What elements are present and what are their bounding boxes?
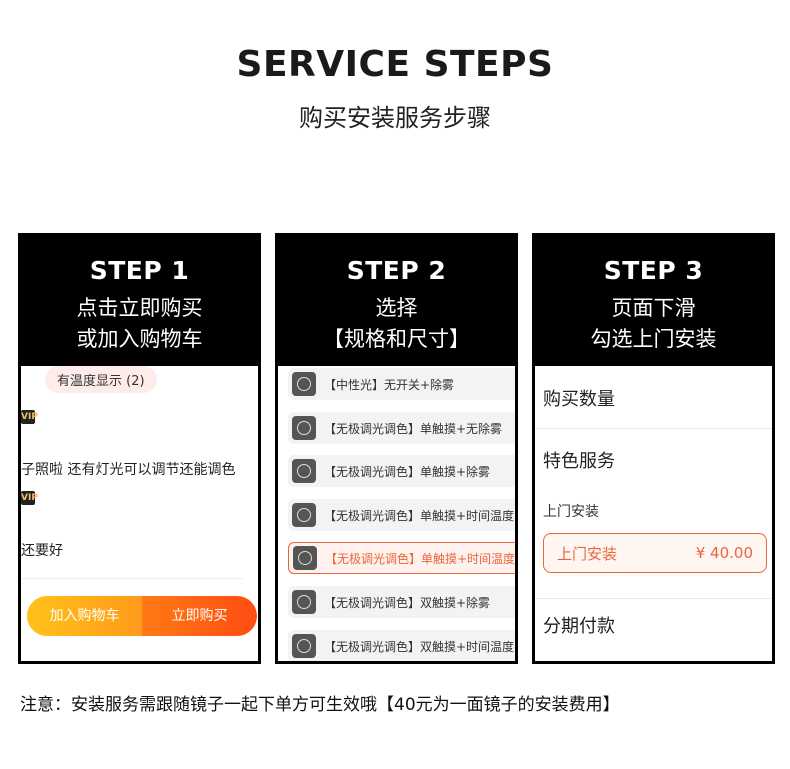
footer-note: 注意：安装服务需跟随镜子一起下单方可生效哦【40元为一面镜子的安装费用】 [20, 695, 620, 715]
divider [535, 428, 772, 429]
spec-option[interactable]: 【无极调光调色】单触摸+除雾 [288, 455, 515, 487]
buy-now-button[interactable]: 立即购买 [142, 596, 257, 636]
spec-option-label: 【无极调光调色】单触摸+除雾 [324, 464, 491, 479]
product-thumbnail-icon [292, 634, 316, 658]
step-3-line-1: 页面下滑 [611, 296, 696, 320]
add-to-cart-button[interactable]: 加入购物车 [27, 596, 142, 636]
step-2-panel: STEP 2 选择 【规格和尺寸】 【中性光】无开关+除雾 【无极调光调色】单触… [275, 233, 518, 664]
product-thumbnail-icon [292, 372, 316, 396]
spec-option-selected[interactable]: 【无极调光调色】单触摸+时间温度 [288, 542, 515, 574]
divider [21, 578, 243, 579]
divider [535, 598, 772, 599]
quantity-label: 购买数量 [543, 389, 615, 410]
spec-option[interactable]: 【中性光】无开关+除雾 [288, 368, 515, 400]
step-1-screenshot: 有温度显示 (2) VIP 子照啦 还有灯光可以调节还能调色 VIP 还要好 加… [21, 366, 258, 661]
spec-option-label: 【无极调光调色】单触摸+无除雾 [324, 421, 503, 436]
step-1-header: STEP 1 点击立即购买 或加入购物车 [21, 236, 258, 366]
step-1-label: STEP 1 [89, 256, 190, 285]
install-option-price: ¥ 40.00 [695, 544, 753, 562]
product-thumbnail-icon [292, 503, 316, 527]
service-label: 特色服务 [543, 451, 615, 472]
step-3-line-2: 勾选上门安装 [590, 327, 717, 351]
step-2-header: STEP 2 选择 【规格和尺寸】 [278, 236, 515, 366]
step-2-screenshot: 【中性光】无开关+除雾 【无极调光调色】单触摸+无除雾 【无极调光调色】单触摸+… [278, 366, 515, 661]
page-title: SERVICE STEPS [236, 44, 554, 85]
step-3-screenshot: 购买数量 特色服务 上门安装 上门安装 ¥ 40.00 分期付款 [535, 366, 772, 661]
review-comment: 还要好 [21, 543, 63, 559]
spec-option[interactable]: 【无极调光调色】单触摸+无除雾 [288, 412, 515, 444]
step-1-line-1: 点击立即购买 [76, 296, 203, 320]
spec-option-label: 【无极调光调色】双触摸+除雾 [324, 595, 491, 610]
step-1-panel: STEP 1 点击立即购买 或加入购物车 有温度显示 (2) VIP 子照啦 还… [18, 233, 261, 664]
product-thumbnail-icon [292, 416, 316, 440]
install-service-option[interactable]: 上门安装 ¥ 40.00 [543, 533, 767, 573]
spec-option[interactable]: 【无极调光调色】单触摸+时间温度 [288, 499, 515, 531]
step-2-label: STEP 2 [346, 256, 447, 285]
page-subtitle: 购买安装服务步骤 [299, 104, 491, 132]
step-1-line-2: 或加入购物车 [76, 327, 203, 351]
install-option-label: 上门安装 [557, 544, 618, 563]
install-title: 上门安装 [543, 504, 599, 520]
spec-option-label: 【无极调光调色】单触摸+时间温度 [325, 551, 515, 566]
step-3-header: STEP 3 页面下滑 勾选上门安装 [535, 236, 772, 366]
spec-option[interactable]: 【无极调光调色】双触摸+时间温度 [288, 630, 515, 661]
installment-label[interactable]: 分期付款 [543, 616, 615, 637]
product-thumbnail-icon [292, 590, 316, 614]
product-thumbnail-icon [293, 546, 317, 570]
spec-option-label: 【中性光】无开关+除雾 [324, 377, 455, 392]
vip-badge: VIP [21, 410, 38, 424]
product-thumbnail-icon [292, 459, 316, 483]
vip-badge: VIP [21, 491, 38, 505]
review-comment: 子照啦 还有灯光可以调节还能调色 [21, 462, 236, 478]
step-2-line-1: 选择 [375, 296, 418, 320]
spec-option-label: 【无极调光调色】单触摸+时间温度 [324, 508, 515, 523]
review-tag[interactable]: 有温度显示 (2) [45, 366, 157, 393]
purchase-bar: 加入购物车 立即购买 [27, 596, 257, 636]
step-2-line-2: 【规格和尺寸】 [323, 327, 470, 351]
spec-option[interactable]: 【无极调光调色】双触摸+除雾 [288, 586, 515, 618]
step-3-label: STEP 3 [603, 256, 704, 285]
spec-option-label: 【无极调光调色】双触摸+时间温度 [324, 639, 515, 654]
step-3-panel: STEP 3 页面下滑 勾选上门安装 购买数量 特色服务 上门安装 上门安装 ¥… [532, 233, 775, 664]
